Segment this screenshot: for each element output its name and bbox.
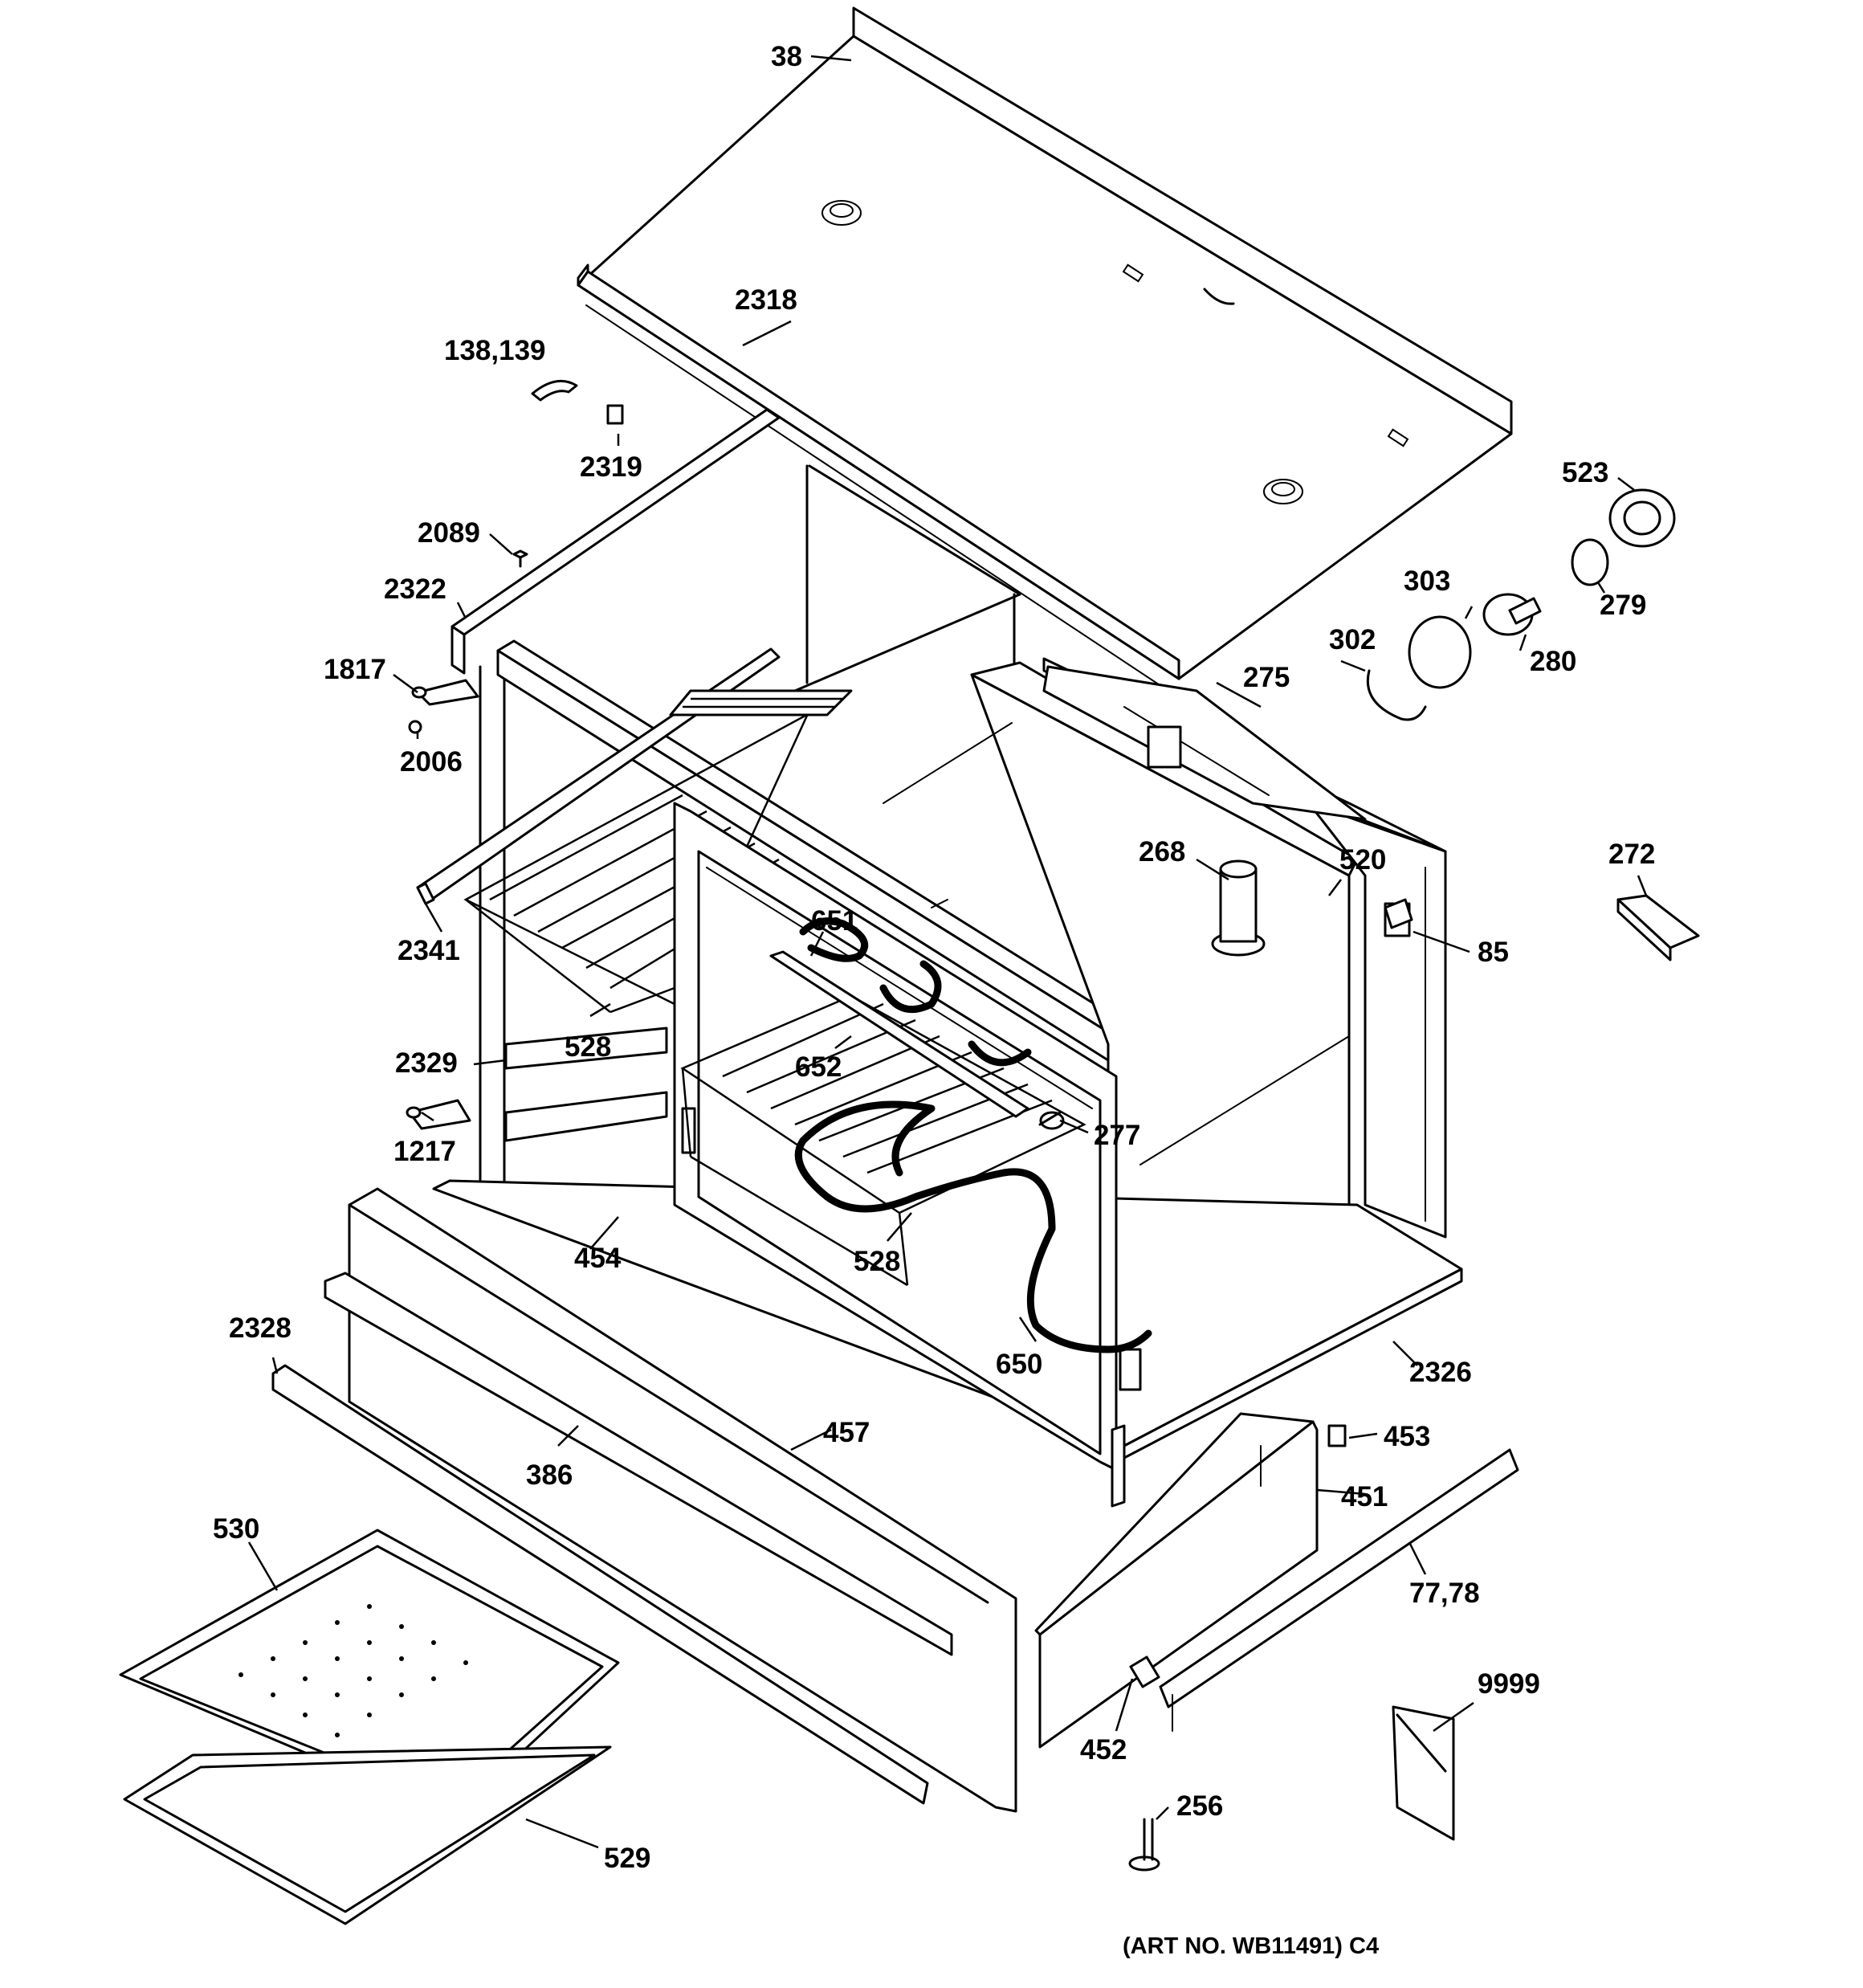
label-530: 530: [213, 1513, 259, 1545]
art-number: (ART NO. WB11491) C4: [1123, 1933, 1379, 1959]
label-2322: 2322: [384, 574, 446, 605]
label-528-upper: 528: [565, 1031, 611, 1063]
drawer-assembly: [271, 1187, 1319, 1813]
label-1217: 1217: [393, 1136, 456, 1167]
connector-277: [1038, 1111, 1065, 1130]
label-268: 268: [1139, 836, 1185, 867]
label-452: 452: [1080, 1734, 1127, 1766]
oven-cavity: [883, 661, 1359, 1367]
part-labels: 38 2318 138,139 2319 2089 2322 1817 2006…: [213, 41, 1655, 1959]
label-386: 386: [526, 1459, 573, 1491]
label-520: 520: [1339, 844, 1386, 876]
label-651: 651: [811, 905, 858, 937]
label-2341: 2341: [397, 935, 460, 966]
vent-tube: [1211, 859, 1266, 957]
light-parts: [1366, 488, 1676, 721]
label-85: 85: [1478, 937, 1509, 968]
drawer-glides: [1128, 1424, 1347, 1872]
label-528-lower: 528: [854, 1246, 900, 1277]
label-277: 277: [1094, 1120, 1140, 1151]
oven-frame: [450, 408, 1021, 1190]
rail-2341: [416, 882, 435, 905]
label-280: 280: [1530, 646, 1576, 677]
heating-elements: [794, 917, 1152, 1353]
label-302: 302: [1329, 624, 1376, 655]
label-453: 453: [1384, 1421, 1430, 1452]
leader-lines: [247, 55, 1648, 1849]
label-1817: 1817: [324, 654, 386, 685]
side-rail: [1159, 1448, 1519, 1732]
label-652: 652: [795, 1051, 842, 1083]
label-2326: 2326: [1409, 1357, 1472, 1388]
clip-85: [1384, 898, 1413, 929]
label-2318: 2318: [735, 284, 797, 316]
left-fasteners: [406, 379, 624, 1130]
label-9999: 9999: [1478, 1668, 1540, 1700]
label-275: 275: [1243, 662, 1290, 693]
terminal-block: [1616, 894, 1700, 961]
label-523: 523: [1562, 457, 1608, 488]
label-2089: 2089: [418, 517, 480, 549]
label-650: 650: [996, 1349, 1042, 1380]
label-451: 451: [1341, 1481, 1388, 1512]
label-454: 454: [574, 1243, 622, 1274]
label-138-139: 138,139: [444, 335, 546, 366]
label-2006: 2006: [400, 746, 463, 778]
label-457: 457: [823, 1417, 870, 1448]
top-panel: [577, 6, 1513, 700]
label-2328: 2328: [229, 1312, 291, 1344]
label-303: 303: [1404, 565, 1450, 597]
rack-upper: [416, 647, 853, 1014]
label-279: 279: [1600, 590, 1646, 621]
label-529: 529: [604, 1843, 650, 1874]
broiler-pan: [123, 1745, 612, 1925]
element-bracket: [769, 950, 1029, 1118]
literature-envelope: [1392, 1705, 1455, 1841]
light-housing: [1042, 665, 1367, 821]
label-77-78: 77,78: [1409, 1578, 1480, 1609]
label-256: 256: [1176, 1790, 1223, 1822]
label-272: 272: [1608, 839, 1655, 870]
label-2329: 2329: [395, 1047, 458, 1079]
label-38: 38: [771, 41, 802, 72]
label-2319: 2319: [580, 451, 642, 483]
